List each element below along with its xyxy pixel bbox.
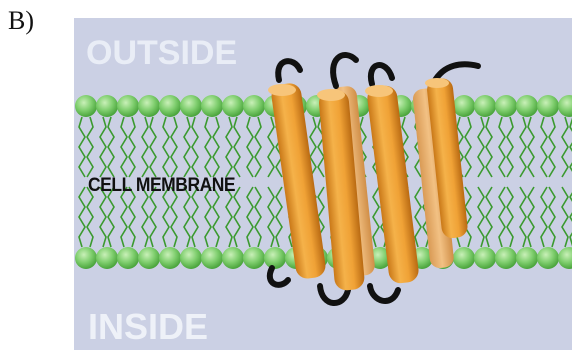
lipid-head-inner [264,247,286,269]
lipid-head-outer [75,95,97,117]
panel-label: B) [8,6,34,36]
lipid-head-inner [474,247,496,269]
lipid-head-outer [180,95,202,117]
lipid-head-inner [138,247,160,269]
lipid-head-outer [537,95,559,117]
helix-cap-2 [317,89,345,101]
lipid-head-inner [180,247,202,269]
lipid-head-outer [138,95,160,117]
lipid-head-outer [96,95,118,117]
lipid-head-inner [516,247,538,269]
lipid-head-outer [495,95,517,117]
cell-membrane-label: CELL MEMBRANE [88,175,235,197]
lipid-head-outer [516,95,538,117]
lipid-head-inner [495,247,517,269]
helix-cap-4 [425,78,449,88]
lipid-head-inner [222,247,244,269]
lipid-head-inner [75,247,97,269]
lipid-head-outer [474,95,496,117]
lipid-head-outer [159,95,181,117]
membrane-diagram: OUTSIDE INSIDE CELL MEMBRANE [74,18,572,350]
lipid-head-outer [243,95,265,117]
lipid-head-inner [537,247,559,269]
lipid-head-outer [453,95,475,117]
lipid-head-inner [96,247,118,269]
lipid-head-outer [117,95,139,117]
lipid-head-outer [222,95,244,117]
helix-cap-3 [365,85,393,97]
lipid-head-inner [201,247,223,269]
lipid-head-inner [453,247,475,269]
lipid-head-inner [159,247,181,269]
lipid-head-inner [117,247,139,269]
lipid-head-outer [201,95,223,117]
helix-cap-1 [268,84,296,96]
lipid-head-inner [243,247,265,269]
